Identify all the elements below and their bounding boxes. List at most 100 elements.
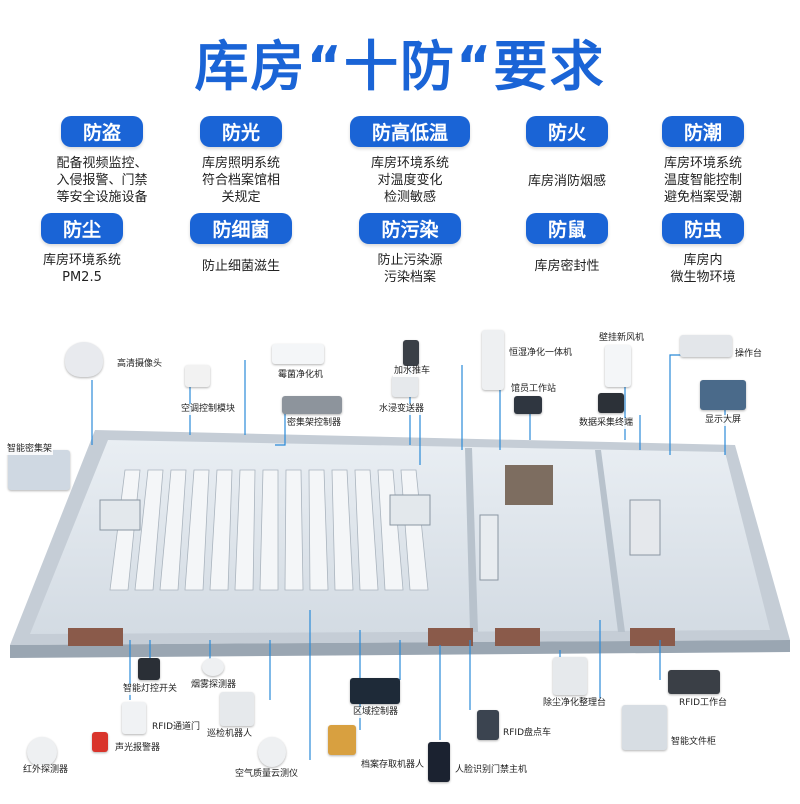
compact-shelf-controller-icon — [282, 396, 342, 414]
display-screen-icon — [700, 380, 746, 410]
device-label: RFID盘点车 — [502, 728, 553, 739]
device-label: 水浸变送器 — [378, 404, 426, 415]
humidifier-cart-icon — [403, 340, 419, 366]
water-leak-sensor-icon — [392, 375, 418, 397]
category-line: 配备视频监控、 — [56, 156, 148, 171]
smoke-detector-icon — [202, 658, 224, 676]
workstation-counter — [479, 514, 499, 581]
category-label: 防盗 — [60, 116, 143, 147]
archive-robot-icon — [328, 725, 356, 755]
partition-wall — [595, 450, 625, 632]
category-line: 微生物环境 — [670, 270, 736, 285]
device-label: 空调控制模块 — [180, 404, 237, 415]
device-label: 声光报警器 — [114, 743, 162, 754]
rfid-workstation-icon — [668, 670, 720, 694]
device-label: 烟雾探测器 — [190, 680, 238, 691]
category-label: 防细菌 — [190, 213, 292, 244]
device-label: RFID工作台 — [678, 698, 729, 709]
category-line: 对温度变化 — [377, 173, 443, 188]
operation-console-icon — [680, 335, 732, 357]
camera-icon — [65, 342, 103, 377]
device-label: 密集架控制器 — [286, 418, 343, 429]
category-line: 等安全设施设备 — [56, 190, 148, 205]
category-line: 库房密封性 — [534, 259, 600, 274]
category-line: 防止污染源 — [377, 253, 443, 268]
face-recognition-terminal-icon — [428, 742, 450, 782]
category-line: 库房环境系统 — [42, 253, 121, 268]
category-label: 防潮 — [661, 116, 744, 147]
device-label: 档案存取机器人 — [360, 760, 426, 771]
category-label: 防虫 — [661, 213, 744, 244]
rfid-inventory-cart-icon — [477, 710, 499, 740]
ceiling-ac-unit — [99, 499, 141, 531]
category-label: 防火 — [525, 116, 608, 147]
sound-light-alarm-icon — [92, 732, 108, 752]
category-anti-moisture: 防潮 库房环境系统 温度智能控制 避免档案受潮 — [623, 116, 783, 206]
category-line: PM2.5 — [62, 270, 102, 285]
category-line: 污染档案 — [383, 270, 436, 285]
category-anti-bacteria: 防细菌 防止细菌滋生 — [161, 213, 321, 275]
door — [630, 628, 675, 646]
category-anti-rodent: 防鼠 库房密封性 — [487, 213, 647, 275]
office-desk — [505, 465, 553, 505]
device-label: 霉菌净化机 — [277, 370, 325, 381]
door — [68, 628, 123, 646]
category-line: 关规定 — [221, 190, 261, 205]
device-label: 空气质量云测仪 — [234, 769, 300, 780]
category-line: 库房环境系统 — [370, 156, 449, 171]
warehouse-floor-plan — [10, 354, 790, 760]
category-anti-dust: 防尘 库房环境系统 PM2.5 — [2, 213, 162, 286]
category-label: 防高低温 — [349, 116, 470, 147]
rfid-gate-icon — [122, 702, 146, 734]
door — [495, 628, 540, 646]
ceiling-ac-unit — [389, 494, 431, 526]
operation-desk — [629, 499, 661, 556]
warehouse-diagram: 高清摄像头 空调控制模块 霉菌净化机 密集架控制器 加水推车 水浸变送器 恒湿净… — [0, 300, 800, 800]
dust-cleaning-table-icon — [553, 657, 587, 695]
category-line: 库房内 — [683, 253, 723, 268]
data-terminal-icon — [598, 393, 624, 413]
device-label: RFID通道门 — [151, 722, 202, 733]
device-label: 数据采集终端 — [578, 418, 635, 429]
category-line: 入侵报警、门禁 — [56, 173, 148, 188]
fresh-air-unit-icon — [605, 345, 631, 387]
category-line: 库房照明系统 — [201, 156, 280, 171]
category-anti-light: 防光 库房照明系统 符合档案馆相 关规定 — [161, 116, 321, 206]
category-anti-temperature: 防高低温 库房环境系统 对温度变化 检测敏感 — [330, 116, 490, 206]
category-line: 库房消防烟感 — [527, 174, 606, 189]
category-anti-pollution: 防污染 防止污染源 污染档案 — [330, 213, 490, 286]
device-label: 操作台 — [734, 349, 764, 360]
device-label: 智能文件柜 — [670, 737, 718, 748]
mold-purifier-icon — [272, 344, 324, 364]
smart-file-cabinet-icon — [622, 705, 667, 750]
device-label: 高清摄像头 — [116, 359, 164, 370]
device-label: 加水推车 — [393, 366, 432, 377]
category-label: 防污染 — [359, 213, 461, 244]
inspection-robot-icon — [220, 692, 254, 726]
device-label: 巡检机器人 — [206, 729, 254, 740]
device-label: 除尘净化整理台 — [542, 698, 608, 709]
category-line: 检测敏感 — [383, 190, 436, 205]
page-title: 库房“十防“要求 — [194, 35, 606, 98]
category-label: 防鼠 — [525, 213, 608, 244]
category-line: 避免档案受潮 — [663, 190, 742, 205]
category-line: 温度智能控制 — [663, 173, 742, 188]
air-quality-monitor-icon — [258, 737, 286, 767]
device-label: 智能灯控开关 — [122, 684, 179, 695]
device-label: 人脸识别门禁主机 — [454, 765, 529, 776]
door — [428, 628, 473, 646]
device-label: 壁挂新风机 — [598, 333, 646, 344]
category-line: 防止细菌滋生 — [201, 259, 280, 274]
device-label: 显示大屏 — [704, 415, 743, 426]
device-label: 红外探测器 — [22, 765, 70, 776]
workstation-laptop-icon — [514, 396, 542, 414]
smart-shelf-icon — [8, 450, 70, 490]
ac-control-module-icon — [185, 365, 210, 387]
category-label: 防光 — [199, 116, 282, 147]
category-label: 防尘 — [40, 213, 123, 244]
device-label: 恒湿净化一体机 — [508, 348, 574, 359]
area-controller-icon — [350, 678, 400, 704]
device-label: 智能密集架 — [6, 444, 54, 455]
device-label: 区域控制器 — [352, 707, 400, 718]
infrared-detector-icon — [27, 737, 57, 767]
